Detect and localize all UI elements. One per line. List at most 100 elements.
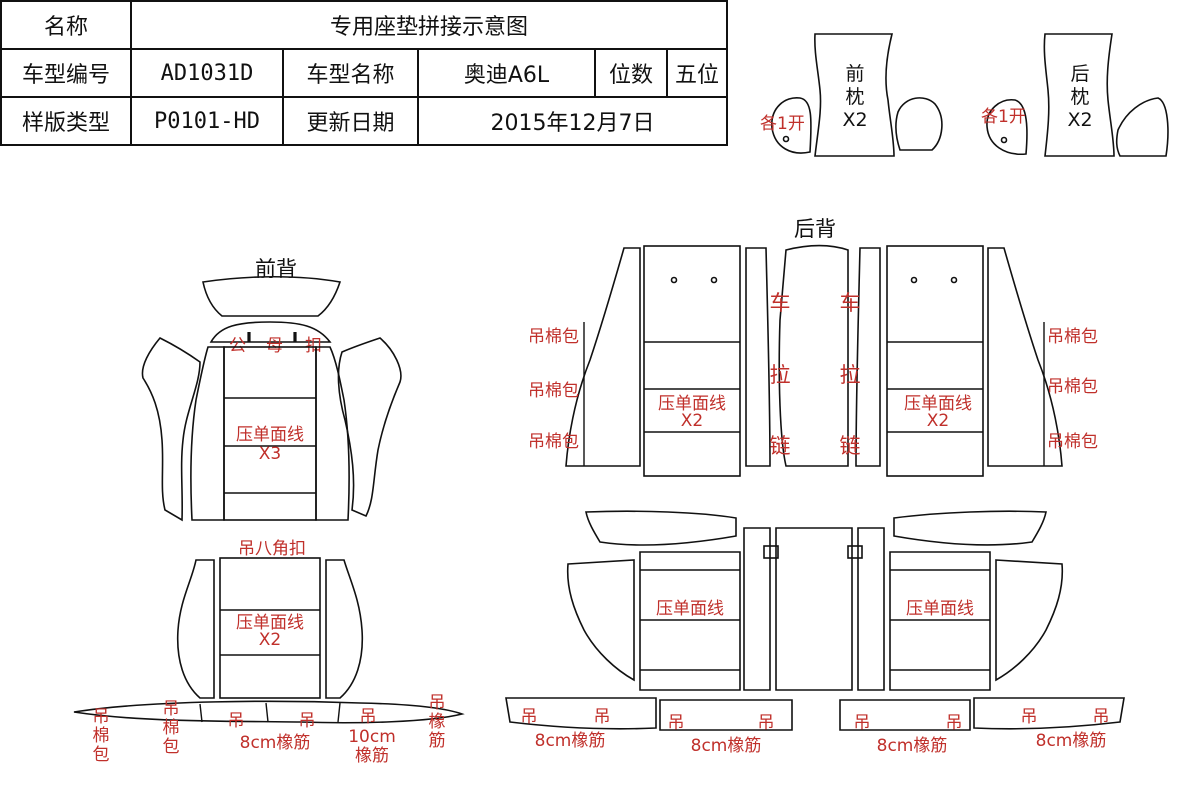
seats-label: 位数 xyxy=(594,48,668,98)
front-headrest-group: 前 枕 X2 各1开 xyxy=(760,33,943,157)
rear-right-hole-1 xyxy=(910,276,918,284)
rear-seat-side-left xyxy=(566,559,635,682)
rear-hang-7: 吊 xyxy=(1021,707,1038,727)
front-headrest-title-1: 前 xyxy=(845,63,864,85)
front-bottom-seam-1 xyxy=(199,703,203,723)
front-hang-1: 吊 xyxy=(228,711,245,731)
rear-seat-mid-left xyxy=(639,551,741,691)
front-cotton-mid-2: 棉 xyxy=(163,718,180,738)
front-headrest-hole xyxy=(782,135,790,143)
front-back-outer-right xyxy=(315,346,350,521)
rear-back-panel-right xyxy=(886,245,984,477)
rear-left-hole-1 xyxy=(670,276,678,284)
rear-back-panel-left xyxy=(643,245,741,477)
front-cotton-left-1: 吊 xyxy=(93,707,110,727)
rear-seat-mid-right xyxy=(889,551,991,691)
rear-seat-side-right xyxy=(995,559,1064,682)
front-seat-side-left xyxy=(176,559,215,699)
front-bottom-group: 吊 棉 包 吊 棉 包 吊 吊 8cm橡筋 吊 10cm 橡筋 吊 橡 筋 xyxy=(73,693,465,766)
rear-hang-6: 吊 xyxy=(946,713,963,733)
front-elastic-10a: 10cm xyxy=(348,727,396,747)
rear-seat-group: 压单面线 压单面线 吊 吊 8cm橡筋 吊 吊 8cm橡筋 吊 吊 8cm橡筋 … xyxy=(505,510,1125,756)
front-cotton-mid-1: 吊 xyxy=(163,699,180,719)
info-table: 名称 专用座垫拼接示意图 车型编号 AD1031D 车型名称 奥迪A6L 位数 … xyxy=(0,0,728,146)
rear-seat-tab-left xyxy=(763,545,779,559)
name-label: 名称 xyxy=(0,0,132,50)
model-no-label: 车型编号 xyxy=(0,48,132,98)
rear-left-press-line: 压单面线 xyxy=(658,394,726,414)
rear-headrest-group: 后 枕 X2 各1开 xyxy=(981,33,1169,157)
zip-right-1: 车 xyxy=(840,291,861,315)
rear-bottom-strip-4 xyxy=(973,697,1125,730)
front-cotton-left-2: 棉 xyxy=(93,726,110,746)
front-back-press-qty: X3 xyxy=(259,444,281,464)
rear-bottom-strip-1 xyxy=(505,697,657,730)
rear-hang-1: 吊 xyxy=(521,707,538,727)
front-seat-side-right xyxy=(325,559,364,699)
rear-seat-center-right xyxy=(857,527,885,691)
zip-left-3: 链 xyxy=(770,434,791,458)
rear-back-group: 后背 吊棉包 吊棉包 吊棉包 吊棉包 吊棉包 吊棉 xyxy=(528,217,1098,477)
clip-buckle: 扣 xyxy=(305,336,322,356)
front-rubber-1: 橡 xyxy=(429,712,446,732)
rear-hang-8: 吊 xyxy=(1093,707,1110,727)
clip-male: 公 xyxy=(229,336,246,356)
front-elastic-10b: 橡筋 xyxy=(355,746,389,766)
front-headrest-center xyxy=(814,33,895,157)
front-back-side-left xyxy=(141,337,201,522)
rear-seat-center xyxy=(775,527,853,691)
zip-right-2: 拉 xyxy=(840,363,861,387)
rear-seat-center-left xyxy=(743,527,771,691)
rear-seat-top-left xyxy=(585,510,737,546)
zip-right-3: 链 xyxy=(840,434,861,458)
rear-seat-tab-right xyxy=(847,545,863,559)
rear-hang-2: 吊 xyxy=(594,707,611,727)
rear-bottom-strip-2 xyxy=(659,699,793,731)
rear-cotton-l3: 吊棉包 xyxy=(528,432,579,452)
rear-elastic-4: 8cm橡筋 xyxy=(1036,731,1107,751)
front-elastic-8: 8cm橡筋 xyxy=(240,733,311,753)
front-hang-4: 吊 xyxy=(429,693,446,713)
rear-headrest-note: 各1开 xyxy=(981,107,1026,127)
rear-seat-press-right: 压单面线 xyxy=(906,599,974,619)
front-seat-center-panel xyxy=(219,557,321,699)
rear-headrest-title-2: 枕 xyxy=(1070,86,1089,108)
rear-seat-top-right xyxy=(893,510,1047,546)
front-back-group: 前背 公 母 扣 压单面线 X3 xyxy=(141,257,402,522)
front-back-press-line: 压单面线 xyxy=(236,425,304,445)
rear-elastic-2: 8cm橡筋 xyxy=(691,736,762,756)
model-name-value: 奥迪A6L xyxy=(417,48,596,98)
front-back-clip-strip xyxy=(209,321,332,343)
clip-female: 母 xyxy=(266,336,283,356)
front-bottom-strip xyxy=(73,700,465,724)
rear-left-hole-2 xyxy=(710,276,718,284)
front-back-center-panel xyxy=(223,346,317,521)
rear-cotton-l2: 吊棉包 xyxy=(528,381,579,401)
rear-back-center xyxy=(778,244,849,467)
rear-right-press-qty: X2 xyxy=(927,411,949,431)
name-value: 专用座垫拼接示意图 xyxy=(130,0,728,50)
front-headrest-title-2: 枕 xyxy=(845,86,864,108)
rear-back-side-right xyxy=(987,247,1063,467)
rear-cotton-r1: 吊棉包 xyxy=(1047,327,1098,347)
rear-elastic-1: 8cm橡筋 xyxy=(535,731,606,751)
zip-left-2: 拉 xyxy=(770,363,791,387)
model-name-label: 车型名称 xyxy=(282,48,419,98)
front-bottom-seam-2 xyxy=(265,702,269,723)
front-seat-press-line: 压单面线 xyxy=(236,613,304,633)
rear-bottom-strip-3 xyxy=(839,699,971,731)
front-hang-3: 吊 xyxy=(360,707,377,727)
zip-left-1: 车 xyxy=(770,291,791,315)
rear-back-title: 后背 xyxy=(794,217,836,241)
front-seat-group: 吊八角扣 压单面线 X2 xyxy=(176,539,364,699)
rear-right-press-line: 压单面线 xyxy=(904,394,972,414)
front-hang-2: 吊 xyxy=(299,711,316,731)
front-back-side-right xyxy=(337,337,402,518)
rear-headrest-side-right xyxy=(1115,97,1169,157)
rear-seat-press-left: 压单面线 xyxy=(656,599,724,619)
model-no-value: AD1031D xyxy=(130,48,284,98)
front-back-top-cap xyxy=(202,275,342,317)
rear-headrest-side-left xyxy=(986,99,1028,155)
update-value: 2015年12月7日 xyxy=(417,96,728,146)
